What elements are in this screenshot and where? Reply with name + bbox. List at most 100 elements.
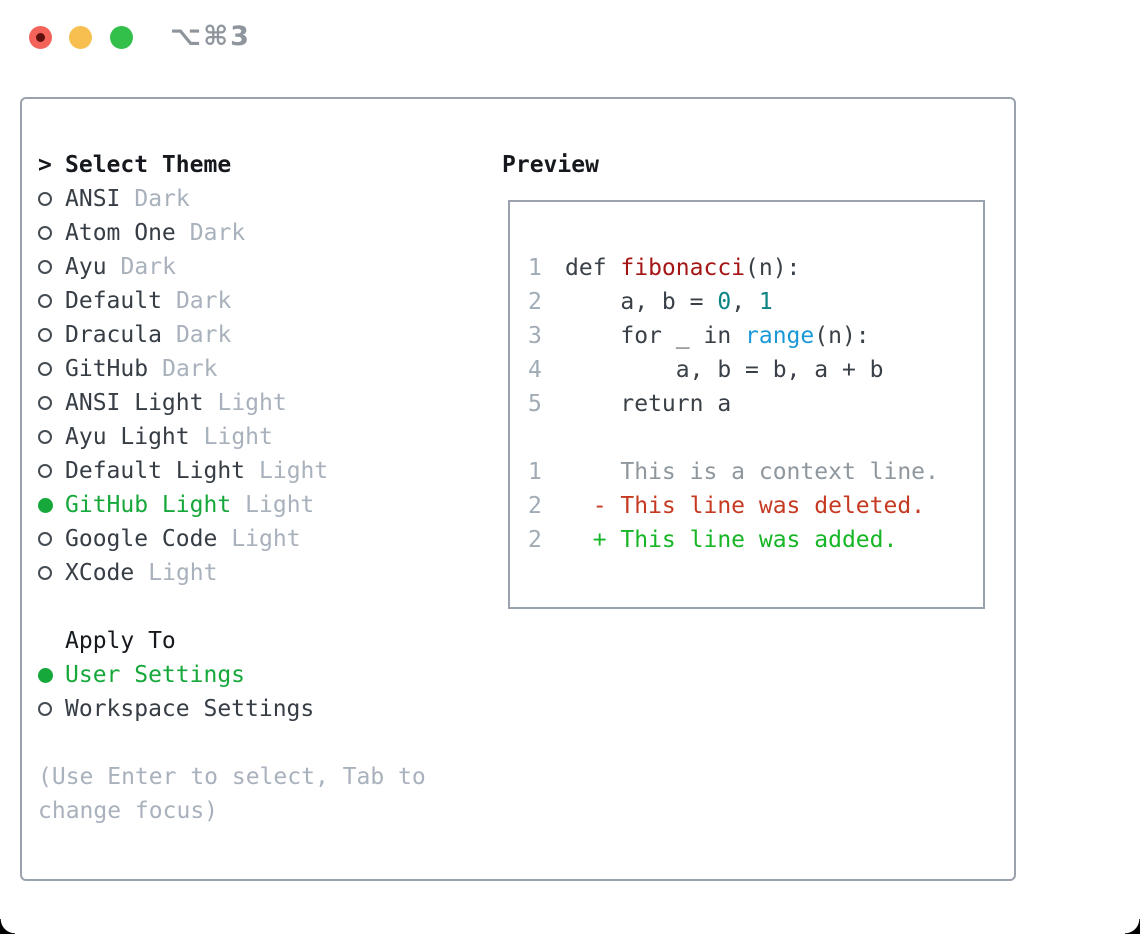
- line-number: 1: [528, 459, 542, 485]
- theme-name: ANSI Light: [65, 390, 204, 416]
- code-segment: (n):: [745, 255, 801, 281]
- theme-option-github[interactable]: GitHub Dark: [38, 352, 498, 386]
- theme-option-google-code[interactable]: Google Code Light: [38, 522, 498, 556]
- theme-option-ansi[interactable]: ANSI Dark: [38, 182, 498, 216]
- select-theme-header-row: > Select Theme: [38, 148, 498, 182]
- theme-name: Google Code: [65, 526, 218, 552]
- apply-option-label: User Settings: [65, 662, 246, 688]
- keyboard-hint-line: (Use Enter to select, Tab to: [38, 764, 426, 790]
- line-number: 2: [528, 493, 542, 519]
- code-line-1: 1 def fibonacci(n):: [528, 251, 983, 285]
- theme-option-default[interactable]: Default Dark: [38, 284, 498, 318]
- code-segment: 0: [717, 289, 732, 315]
- radio-unselected-icon: [38, 532, 52, 546]
- window-title: ⌥⌘3: [170, 21, 251, 52]
- code-segment: a, b = b, a + b: [565, 357, 884, 383]
- diff-deleted-line: 2 - This line was deleted.: [528, 489, 983, 523]
- line-number: 2: [528, 527, 542, 553]
- radio-unselected-icon: [38, 226, 52, 240]
- apply-option-label: Workspace Settings: [65, 696, 315, 722]
- code-segment: (n):: [814, 323, 870, 349]
- select-theme-header: Select Theme: [65, 152, 232, 178]
- theme-name: Default Light: [65, 458, 246, 484]
- theme-variant: Light: [259, 458, 329, 484]
- theme-variant: Light: [148, 560, 218, 586]
- theme-variant: Light: [245, 492, 315, 518]
- theme-option-xcode[interactable]: XCode Light: [38, 556, 498, 590]
- spacer: [38, 590, 498, 624]
- radio-selected-icon: [38, 667, 53, 683]
- minimize-button[interactable]: [69, 26, 92, 49]
- theme-name: Atom One: [65, 220, 176, 246]
- apply-option-workspace-settings[interactable]: Workspace Settings: [38, 692, 498, 726]
- radio-selected-icon: [38, 497, 53, 513]
- diff-context-line: 1 This is a context line.: [528, 455, 983, 489]
- theme-option-default-light[interactable]: Default Light Light: [38, 454, 498, 488]
- record-dot-icon: [36, 33, 45, 42]
- theme-option-github-light[interactable]: GitHub Light Light: [38, 488, 498, 522]
- radio-unselected-icon: [38, 362, 52, 376]
- theme-name: Default: [65, 288, 162, 314]
- theme-name: XCode: [65, 560, 135, 586]
- code-segment: + This line was added.: [565, 527, 898, 553]
- code-segment: for _ in: [565, 323, 746, 349]
- code-segment: range: [745, 323, 815, 349]
- zoom-button[interactable]: [110, 26, 133, 49]
- theme-name: Ayu Light: [65, 424, 190, 450]
- theme-variant: Dark: [162, 356, 218, 382]
- screen-corner-bottom-left: [0, 919, 15, 934]
- caret-icon: >: [38, 152, 52, 178]
- line-number: 4: [528, 357, 542, 383]
- theme-name: Ayu: [65, 254, 107, 280]
- apply-to-header-row: Apply To: [38, 624, 498, 658]
- radio-unselected-icon: [38, 396, 52, 410]
- code-segment: fibonacci: [620, 255, 746, 281]
- apply-to-header: Apply To: [65, 628, 176, 654]
- theme-variant: Dark: [134, 186, 190, 212]
- radio-unselected-icon: [38, 702, 52, 716]
- theme-variant: Dark: [189, 220, 246, 246]
- diff-added-line: 2 + This line was added.: [528, 523, 983, 557]
- theme-name: GitHub Light: [65, 492, 232, 518]
- line-number: 5: [528, 391, 542, 417]
- theme-name: ANSI: [65, 186, 121, 212]
- code-segment: def: [565, 255, 621, 281]
- code-segment: 1: [758, 289, 773, 315]
- code-segment: ,: [731, 289, 759, 315]
- theme-option-ansi-light[interactable]: ANSI Light Light: [38, 386, 498, 420]
- theme-variant: Dark: [120, 254, 176, 280]
- line-number: 2: [528, 289, 542, 315]
- theme-variant: Dark: [175, 288, 232, 314]
- code-line-4: 4 a, b = b, a + b: [528, 353, 983, 387]
- theme-variant: Light: [231, 526, 301, 552]
- radio-unselected-icon: [38, 260, 52, 274]
- screen-corner-bottom-right: [1125, 919, 1140, 934]
- radio-unselected-icon: [38, 430, 52, 444]
- preview-header-row: Preview: [502, 148, 1002, 182]
- theme-variant: Light: [217, 390, 287, 416]
- blank-line: [528, 421, 983, 455]
- theme-variant: Dark: [175, 322, 232, 348]
- apply-option-user-settings[interactable]: User Settings: [38, 658, 498, 692]
- spacer: [38, 726, 498, 760]
- window-titlebar: ⌥⌘3: [0, 0, 1140, 75]
- theme-option-atom-one[interactable]: Atom One Dark: [38, 216, 498, 250]
- theme-name: GitHub: [65, 356, 149, 382]
- theme-option-ayu[interactable]: Ayu Dark: [38, 250, 498, 284]
- code-segment: - This line was deleted.: [565, 493, 926, 519]
- preview-header: Preview: [502, 152, 599, 178]
- code-line-3: 3 for _ in range(n):: [528, 319, 983, 353]
- close-button[interactable]: [29, 26, 52, 49]
- line-number: 1: [528, 255, 542, 281]
- code-line-2: 2 a, b = 0, 1: [528, 285, 983, 319]
- code-segment: This is a context line.: [565, 459, 939, 485]
